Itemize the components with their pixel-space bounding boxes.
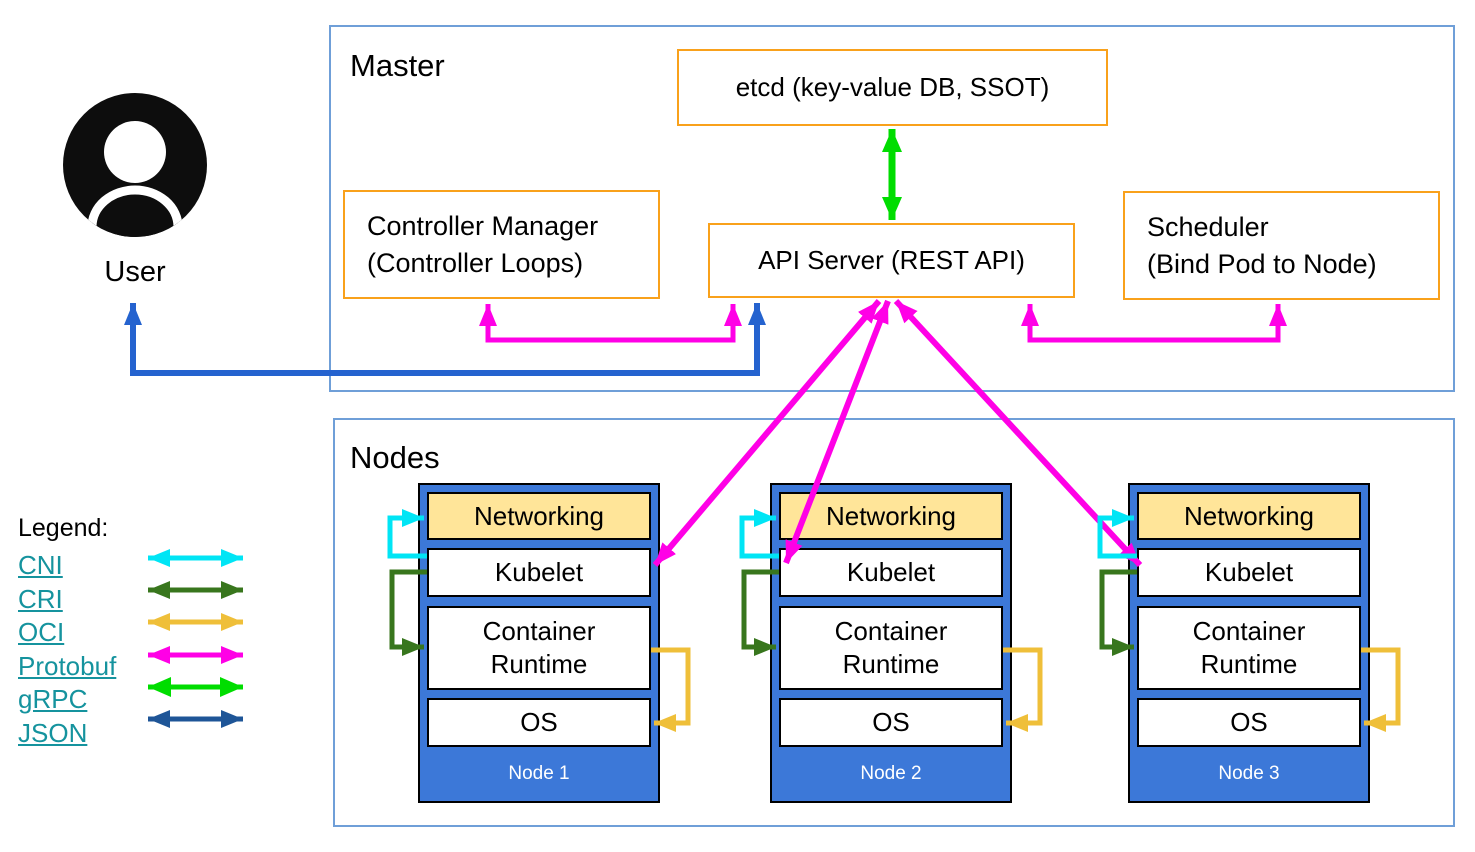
container-runtime-box: Container Runtime [779,606,1003,690]
api-server-box: API Server (REST API) [708,223,1075,298]
user-label: User [104,256,166,288]
legend-link-protobuf[interactable]: Protobuf [18,650,117,681]
networking-label: Networking [473,500,605,531]
api-server-label: API Server (REST API) [758,245,1025,275]
os-label: OS [1230,707,1268,737]
node-1: Networking Kubelet Container Runtime OS … [418,483,660,803]
master-title: Master [350,48,445,83]
node-name: Node 1 [508,763,570,784]
node-2: Networking Kubelet Container Runtime OS … [770,483,1012,803]
container-runtime-label: Container Runtime [834,616,948,679]
kubelet-box: Kubelet [427,548,651,597]
etcd-box: etcd (key-value DB, SSOT) [677,49,1108,126]
networking-box: Networking [1137,492,1361,540]
legend: Legend: CNI CRI OCI Protobuf gRPC JSON [18,514,148,750]
legend-title: Legend: [18,514,109,542]
os-box: OS [1137,698,1361,747]
node-3: Networking Kubelet Container Runtime OS … [1128,483,1370,803]
legend-link-grpc[interactable]: gRPC [18,684,88,714]
legend-link-json[interactable]: JSON [18,717,88,748]
user-figure [60,90,210,245]
kubelet-label: Kubelet [494,557,584,587]
controller-manager-label-line2: (Controller Loops) [367,247,584,278]
kubelet-box: Kubelet [1137,548,1361,597]
nodes-title: Nodes [350,440,440,475]
container-runtime-box: Container Runtime [427,606,651,690]
scheduler-box: Scheduler (Bind Pod to Node) [1123,191,1440,300]
legend-link-cni[interactable]: CNI [18,550,63,580]
os-label: OS [520,707,558,737]
kubelet-box: Kubelet [779,548,1003,597]
container-runtime-label: Container Runtime [482,616,596,679]
controller-manager-box: Controller Manager (Controller Loops) [343,190,660,299]
container-runtime-box: Container Runtime [1137,606,1361,690]
networking-box: Networking [779,492,1003,540]
scheduler-label-line2: (Bind Pod to Node) [1147,248,1377,279]
networking-label: Networking [1183,500,1315,531]
user-icon [63,93,207,237]
container-runtime-label: Container Runtime [1192,616,1306,679]
networking-label: Networking [825,500,957,531]
scheduler-label-line1: Scheduler [1147,211,1269,242]
os-box: OS [427,698,651,747]
controller-manager-label-line1: Controller Manager [367,210,599,241]
node-name: Node 2 [860,763,922,784]
node-name: Node 3 [1218,763,1280,784]
etcd-label: etcd (key-value DB, SSOT) [735,72,1050,102]
kubelet-label: Kubelet [1204,557,1294,587]
kubelet-label: Kubelet [846,557,936,587]
networking-box: Networking [427,492,651,540]
os-box: OS [779,698,1003,747]
os-label: OS [872,707,910,737]
legend-link-oci[interactable]: OCI [18,617,65,647]
legend-link-cri[interactable]: CRI [18,583,63,614]
